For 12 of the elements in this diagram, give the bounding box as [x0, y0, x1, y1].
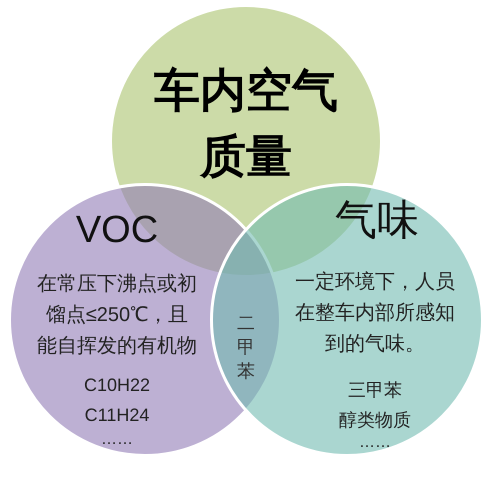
example-item: 三甲苯 [347, 379, 403, 402]
circle-title: 气味 [334, 195, 420, 245]
definition-text: 在常压下沸点或初馏点≤250℃，且能自挥发的有机物 [37, 272, 197, 359]
example-item: C10H22 [82, 374, 152, 397]
example-item: C11H24 [84, 404, 150, 427]
definition-text: 一定环境下，人员在整车内部所感知到的气味。 [294, 270, 456, 357]
ellipsis-text: …… [358, 433, 392, 453]
circle-title: 车内空气质量 [153, 63, 339, 184]
example-item: 醇类物质 [338, 409, 412, 432]
circle-title: VOC [74, 208, 160, 252]
ellipsis-text: …… [100, 430, 134, 450]
overlap-label: 二甲苯 [236, 312, 256, 383]
